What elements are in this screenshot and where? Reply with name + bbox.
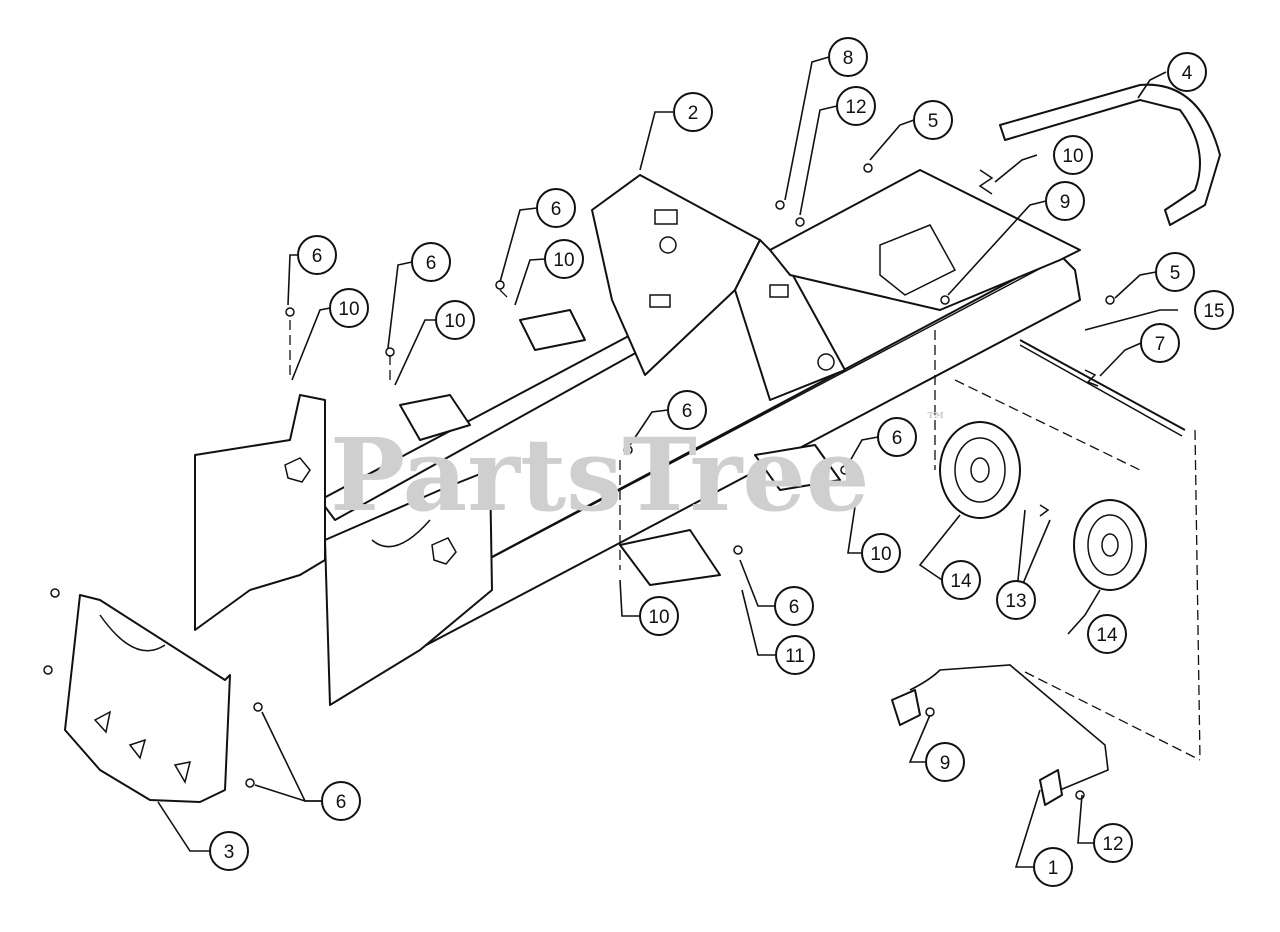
callout-label: 15 xyxy=(1203,301,1224,322)
callout-6-c[interactable]: 6 xyxy=(536,188,576,228)
callout-10-f[interactable]: 11 xyxy=(775,635,815,675)
callout-10-b[interactable]: 10 xyxy=(435,300,475,340)
callout-label: 3 xyxy=(224,842,235,863)
callout-label: 5 xyxy=(1170,263,1181,284)
callout-4[interactable]: 4 xyxy=(1167,52,1207,92)
callout-label: 9 xyxy=(1060,192,1071,213)
callout-3[interactable]: 3 xyxy=(209,831,249,871)
callout-label: 6 xyxy=(682,401,693,422)
callout-6-e[interactable]: 6 xyxy=(877,417,917,457)
pulley-lower xyxy=(1073,499,1147,591)
callout-label: 10 xyxy=(648,607,669,628)
callout-12-bottom[interactable]: 12 xyxy=(1093,823,1133,863)
callout-label: 10 xyxy=(444,311,465,332)
callout-7[interactable]: 7 xyxy=(1140,323,1180,363)
callout-label: 6 xyxy=(426,253,437,274)
linkage-rod xyxy=(909,664,1109,791)
callout-label: 6 xyxy=(312,246,323,267)
callout-label: 12 xyxy=(845,97,866,118)
callout-label: 10 xyxy=(553,250,574,271)
callout-10-d[interactable]: 10 xyxy=(861,533,901,573)
callout-label: 6 xyxy=(551,199,562,220)
callout-6-b[interactable]: 6 xyxy=(411,242,451,282)
callout-15[interactable]: 15 xyxy=(1194,290,1234,330)
callout-2[interactable]: 2 xyxy=(673,92,713,132)
callout-label: 10 xyxy=(870,544,891,565)
callout-label: 1 xyxy=(1048,858,1059,879)
leader-lines xyxy=(157,56,1178,868)
watermark-text: PartsTree xyxy=(330,416,870,534)
callout-label: 8 xyxy=(843,48,854,69)
callout-label: 11 xyxy=(785,646,805,667)
callout-10-e[interactable]: 10 xyxy=(639,596,679,636)
callout-label: 6 xyxy=(892,428,903,449)
right-side-panel xyxy=(324,469,493,706)
callout-10-a[interactable]: 10 xyxy=(329,288,369,328)
front-crossmember xyxy=(399,394,471,441)
callout-14-upper[interactable]: 14 xyxy=(941,560,981,600)
callout-label: 9 xyxy=(940,753,951,774)
callout-label: 12 xyxy=(1102,834,1123,855)
callout-label: 6 xyxy=(336,792,347,813)
callout-6-d[interactable]: 6 xyxy=(667,390,707,430)
callout-13[interactable]: 13 xyxy=(996,580,1036,620)
left-side-panel xyxy=(194,394,326,631)
callout-label: 10 xyxy=(338,299,359,320)
callout-label: 13 xyxy=(1005,591,1026,612)
callout-label: 6 xyxy=(789,597,800,618)
callout-11[interactable]: 10 xyxy=(1053,135,1093,175)
pulley-upper xyxy=(939,421,1021,519)
callout-10-c[interactable]: 10 xyxy=(544,239,584,279)
callout-label: 14 xyxy=(950,571,972,592)
side-bracket xyxy=(754,444,841,491)
callout-1[interactable]: 1 xyxy=(1033,847,1073,887)
callout-5-right[interactable]: 5 xyxy=(1155,252,1195,292)
callout-6-f[interactable]: 6 xyxy=(774,586,814,626)
rear-frame-box xyxy=(769,169,1081,311)
callout-6-a[interactable]: 6 xyxy=(297,235,337,275)
watermark-mark: ™ xyxy=(925,408,947,434)
watermark: PartsTree ™ xyxy=(330,408,947,534)
rear-bumper xyxy=(999,83,1221,226)
callout-label: 14 xyxy=(1096,625,1118,646)
lower-bracket xyxy=(619,529,721,586)
callout-label: 7 xyxy=(1155,334,1166,355)
callout-9-top[interactable]: 9 xyxy=(1045,181,1085,221)
callout-label: 5 xyxy=(928,111,939,132)
callout-6-g[interactable]: 6 xyxy=(321,781,361,821)
frame-drawing xyxy=(43,83,1221,806)
callout-12-top[interactable]: 12 xyxy=(836,86,876,126)
callout-5-top[interactable]: 5 xyxy=(913,100,953,140)
mid-crossmember xyxy=(519,309,586,351)
callout-label: 10 xyxy=(1062,146,1083,167)
callout-8[interactable]: 8 xyxy=(828,37,868,77)
callout-label: 4 xyxy=(1182,63,1193,84)
front-plate xyxy=(64,594,231,803)
callout-14-lower[interactable]: 14 xyxy=(1087,614,1127,654)
callout-9-bottom[interactable]: 9 xyxy=(925,742,965,782)
callout-label: 2 xyxy=(688,103,699,124)
